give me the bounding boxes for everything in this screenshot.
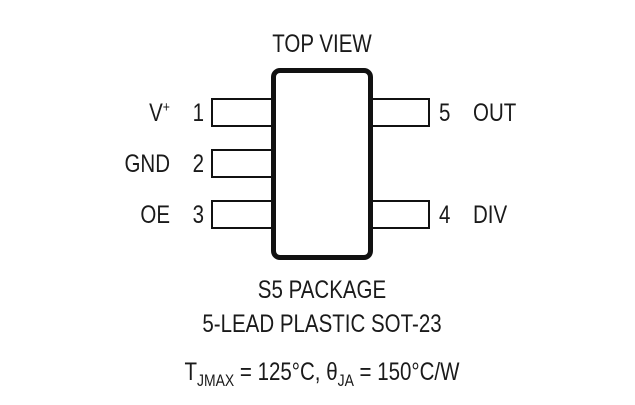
- tj-subscript: JMAX: [197, 371, 235, 390]
- thermal-specs: TJMAX = 125°C, θJA = 150°C/W: [117, 358, 527, 390]
- package-description: 5-LEAD PLASTIC SOT-23: [202, 310, 442, 338]
- pin-1-name: V+: [113, 99, 170, 131]
- pin-1-number: 1: [192, 99, 204, 127]
- pin-1-name-text: V: [149, 99, 163, 127]
- pin-4-name: DIV: [473, 201, 508, 229]
- pin-3-lead: [211, 200, 273, 229]
- pin-5-number: 5: [439, 99, 451, 127]
- pin-3-name: OE: [140, 201, 170, 229]
- theta-value: = 150°C/W: [353, 358, 460, 386]
- tj-symbol: T: [184, 358, 198, 386]
- theta-subscript: JA: [337, 371, 354, 390]
- pin-1-lead: [211, 98, 273, 127]
- pin-4-number: 4: [439, 201, 451, 229]
- theta-symbol: θ: [326, 358, 338, 386]
- pin-2-name: GND: [124, 150, 170, 178]
- diagram-title: TOP VIEW: [272, 30, 372, 58]
- pin-1-name-sup: +: [162, 99, 170, 116]
- package-body: [271, 68, 373, 260]
- pin-3-number: 3: [192, 201, 204, 229]
- pin-5-lead: [368, 98, 430, 127]
- tj-value: = 125°C,: [234, 358, 327, 386]
- pin-5-name: OUT: [473, 99, 517, 127]
- package-name: S5 PACKAGE: [257, 276, 387, 304]
- pin-2-lead: [211, 149, 273, 178]
- pin-2-number: 2: [192, 150, 204, 178]
- pin-4-lead: [368, 200, 430, 229]
